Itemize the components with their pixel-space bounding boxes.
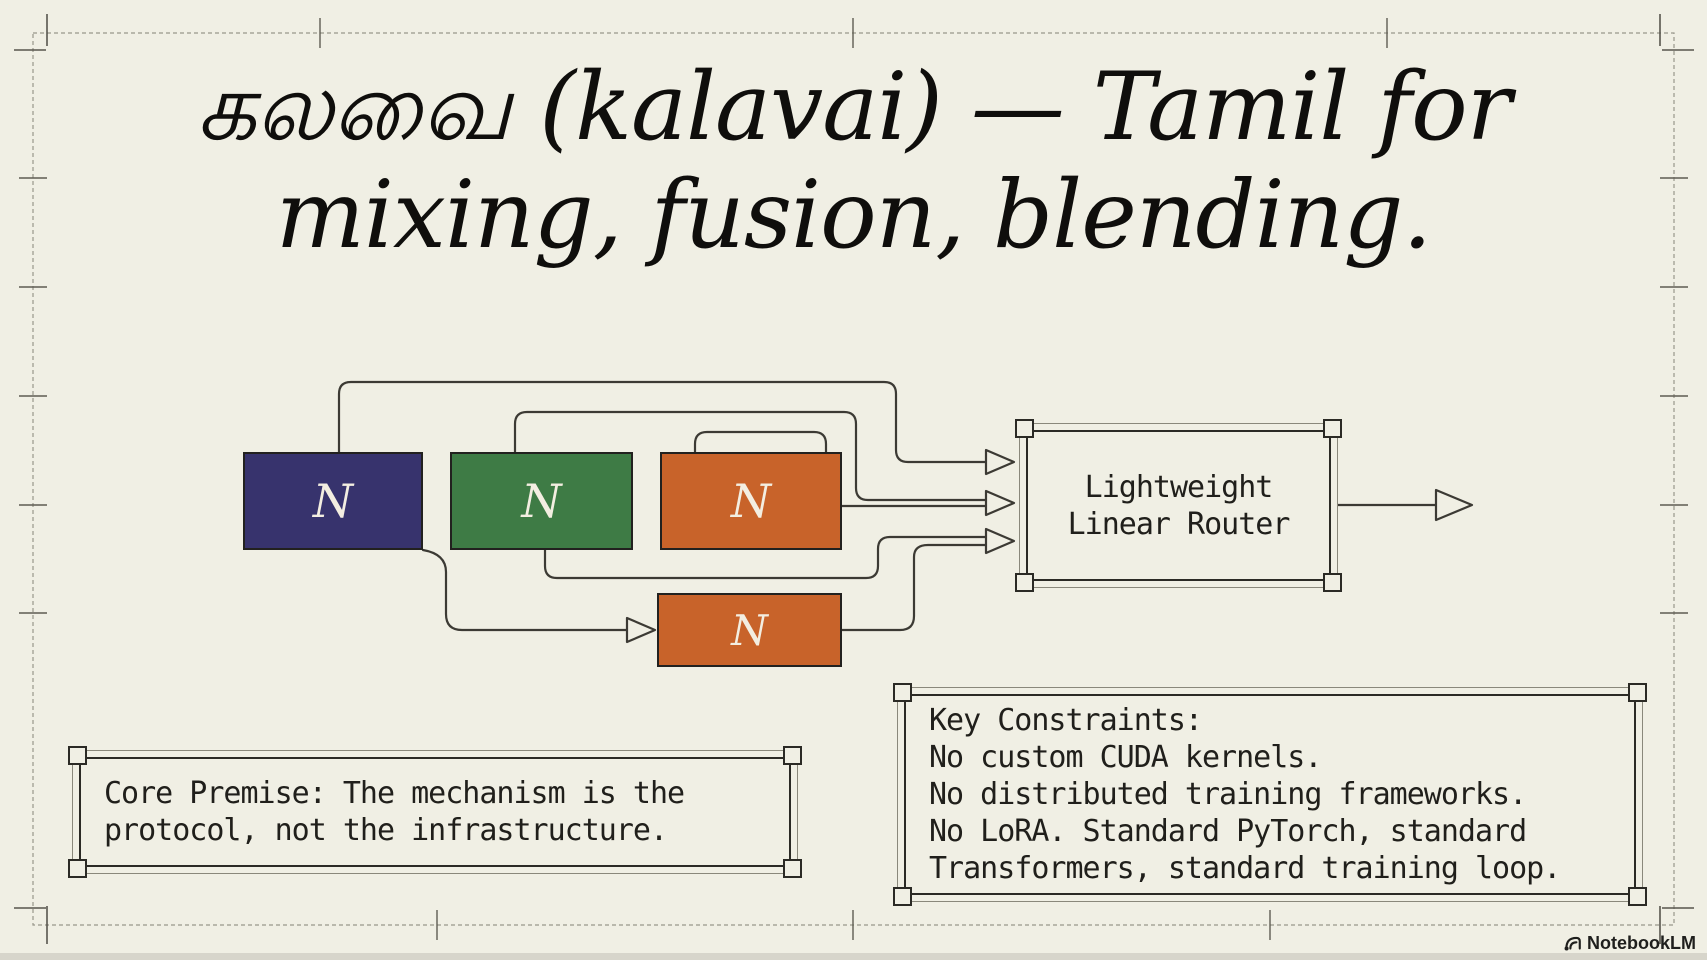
- page-title-line-2: mixing, fusion, blending.: [275, 161, 1433, 270]
- page-title: கலவை (kalavai) — Tamil for mixing, fusio…: [0, 54, 1707, 270]
- core-premise-corner-square: [68, 746, 87, 765]
- key-constraints-corner-square: [1628, 887, 1647, 906]
- connector-wires: [337, 380, 1440, 632]
- expert-block-green: N: [450, 452, 633, 550]
- page-title-line-1: கலவை (kalavai) — Tamil for: [196, 53, 1511, 162]
- expert-block-orange-bottom: N: [657, 593, 842, 667]
- key-constraints-corner-square: [893, 683, 912, 702]
- router-label-line-2: Linear Router: [1067, 506, 1291, 542]
- key-constraints-outer-frame: [897, 687, 1643, 902]
- core-premise-text: Core Premise: The mechanism is the proto…: [82, 760, 788, 864]
- router-box: Lightweight Linear Router: [1015, 419, 1342, 592]
- key-constraints-text: Key Constraints: No custom CUDA kernels.…: [907, 697, 1633, 892]
- key-constraints-line-2: No custom CUDA kernels.: [929, 740, 1322, 775]
- expert-block-orange-bottom-label: N: [731, 605, 768, 655]
- arrowhead-router-output: [1434, 488, 1474, 522]
- corner-ticks: [14, 14, 1694, 944]
- router-corner-square: [1015, 573, 1034, 592]
- router-box-outer-frame: [1019, 423, 1338, 588]
- key-constraints-line-3: No distributed training frameworks.: [929, 777, 1527, 812]
- core-premise-outer-frame: [72, 750, 798, 874]
- key-constraints-box: Key Constraints: No custom CUDA kernels.…: [893, 683, 1647, 906]
- core-premise-corner-square: [783, 746, 802, 765]
- arrowhead-orange-bottom-input: [625, 616, 657, 644]
- core-premise-corner-square: [68, 859, 87, 878]
- key-constraints-corner-square: [1628, 683, 1647, 702]
- core-premise-box: Core Premise: The mechanism is the proto…: [68, 746, 802, 878]
- key-constraints-corner-square: [893, 887, 912, 906]
- router-corner-square: [1323, 573, 1342, 592]
- core-premise-line-2: protocol, not the infrastructure.: [104, 813, 668, 848]
- key-constraints-line-1: Key Constraints:: [929, 703, 1203, 738]
- edge-ticks: [19, 18, 1688, 940]
- wire-orange-bottom-to-router: [840, 543, 988, 632]
- wire-navy-top-to-router: [337, 380, 988, 464]
- router-label: Lightweight Linear Router: [1029, 433, 1328, 578]
- expert-block-navy: N: [243, 452, 423, 550]
- watermark-label: NotebookLM: [1587, 932, 1696, 953]
- key-constraints-inner-frame: [904, 694, 1636, 895]
- arrowheads: [625, 448, 1474, 644]
- core-premise-corner-square: [783, 859, 802, 878]
- notebooklm-logo-icon: [1564, 936, 1581, 951]
- bottom-edge-strip: [0, 953, 1707, 960]
- key-constraints-line-5: Transformers, standard training loop.: [929, 851, 1561, 886]
- watermark: NotebookLM: [1563, 931, 1696, 955]
- wire-green-top-to-router: [513, 410, 988, 502]
- core-premise-line-1: Core Premise: The mechanism is the: [104, 776, 685, 811]
- expert-block-orange-label: N: [730, 474, 772, 528]
- expert-block-orange: N: [660, 452, 842, 550]
- router-corner-square: [1323, 419, 1342, 438]
- arrowhead-router-input-1: [984, 448, 1016, 476]
- router-corner-square: [1015, 419, 1034, 438]
- expert-block-green-label: N: [521, 474, 562, 528]
- router-label-line-1: Lightweight: [1084, 469, 1274, 505]
- expert-block-navy-label: N: [312, 474, 354, 528]
- router-box-inner-frame: [1026, 430, 1331, 581]
- wire-navy-bottom-to-orange: [421, 548, 630, 632]
- core-premise-inner-frame: [79, 757, 791, 867]
- wire-green-bottom-to-router: [543, 535, 988, 580]
- key-constraints-line-4: No LoRA. Standard PyTorch, standard: [929, 814, 1527, 849]
- arrowhead-router-input-3: [984, 527, 1016, 555]
- arrowhead-router-input-2: [984, 489, 1016, 517]
